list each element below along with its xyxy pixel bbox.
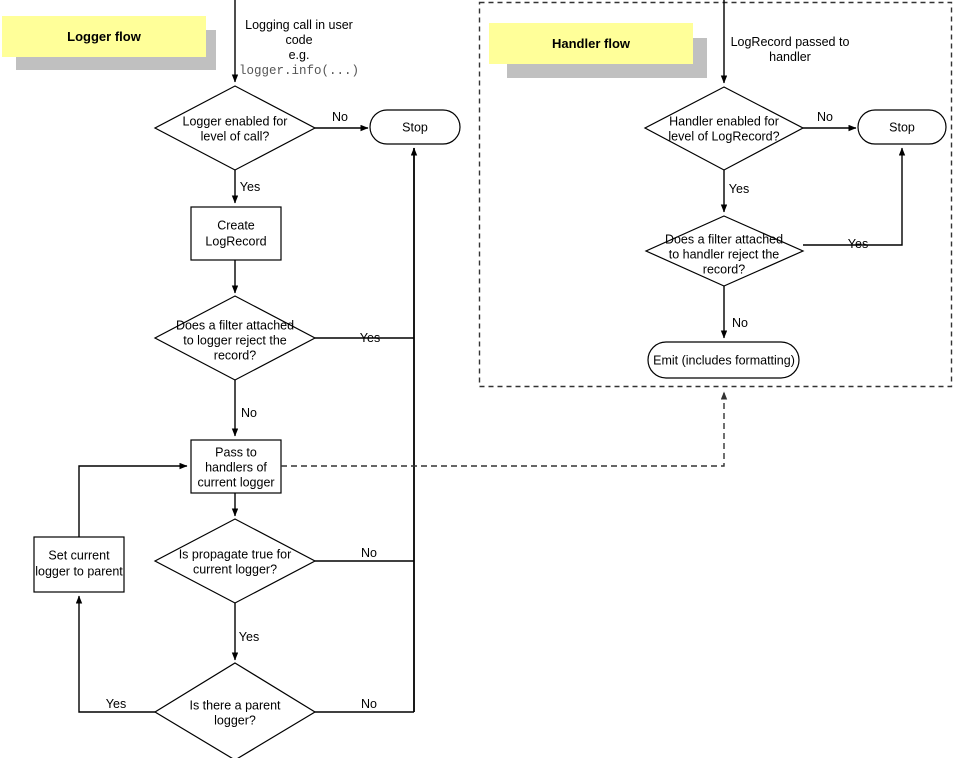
node-logger-filter-line1: Does a filter attached — [176, 318, 294, 332]
edge-label-is-propagate-yes: Yes — [239, 630, 259, 644]
edge-label-handler-enabled-yes: Yes — [729, 182, 749, 196]
edge-label-handler-filter-no: No — [732, 316, 748, 330]
node-set-parent — [33, 536, 125, 593]
logger-flow-banner-label: Logger flow — [67, 29, 141, 44]
edge-label-logger-enabled-yes: Yes — [240, 180, 260, 194]
node-handler-filter-line1: Does a filter attached — [665, 232, 783, 246]
node-handler-filter-line2: to handler reject the — [669, 247, 780, 261]
logger-entry-caption-line2: code — [285, 33, 312, 47]
node-logger-filter-line3: record? — [214, 348, 256, 362]
node-handler-stop-label: Stop — [889, 120, 915, 134]
node-set-parent-line1: Set current — [48, 548, 110, 562]
node-set-parent-line2: logger to parent — [35, 564, 123, 578]
edge-label-handler-filter-yes: Yes — [848, 237, 868, 251]
edge-has-parent-yes — [75, 595, 155, 713]
node-emit — [647, 341, 800, 379]
edge-label-logger-filter-yes: Yes — [360, 331, 380, 345]
node-handler-stop — [857, 109, 947, 145]
edge-set-parent-to-pass — [78, 462, 188, 537]
logger-entry-caption-code: logger.info(...) — [239, 64, 359, 78]
edge-pass-to-handler-flow — [281, 391, 728, 467]
node-emit-label: Emit (includes formatting) — [653, 353, 795, 367]
node-handler-enabled-line1: Handler enabled for — [669, 114, 779, 128]
node-logger-filter-line2: to logger reject the — [183, 333, 287, 347]
node-handler-enabled-line2: level of LogRecord? — [668, 129, 779, 143]
node-has-parent-line1: Is there a parent — [189, 698, 281, 712]
node-has-parent-line2: logger? — [214, 713, 256, 727]
node-has-parent — [153, 662, 317, 758]
logger-entry-caption-line1: Logging call in user — [245, 18, 353, 32]
node-logger-stop-label: Stop — [402, 120, 428, 134]
edge-label-has-parent-yes: Yes — [106, 697, 126, 711]
edge-label-has-parent-no: No — [361, 697, 377, 711]
node-pass-to-handlers-line3: current logger — [197, 475, 274, 489]
handler-flow-banner-label: Handler flow — [551, 36, 630, 51]
node-pass-to-handlers-line2: handlers of — [205, 460, 267, 474]
node-handler-filter-line3: record? — [703, 262, 745, 276]
node-pass-to-handlers-line1: Pass to — [215, 445, 257, 459]
node-is-propagate-line2: current logger? — [193, 562, 277, 576]
logger-flow-banner — [2, 16, 206, 57]
edge-handler-filter-yes — [803, 147, 906, 246]
node-logger-stop — [369, 109, 461, 145]
handler-entry-caption-line1: LogRecord passed to — [731, 35, 850, 49]
node-logger-enabled-line2: level of call? — [201, 129, 270, 143]
logger-entry-caption-line3: e.g. — [289, 48, 310, 62]
node-create-logrecord-line2: LogRecord — [205, 234, 266, 248]
node-is-propagate-line1: Is propagate true for — [179, 547, 292, 561]
edge-label-handler-enabled-no: No — [817, 110, 833, 124]
node-create-logrecord-line1: Create — [217, 218, 255, 232]
edge-label-is-propagate-no: No — [361, 546, 377, 560]
edge-label-logger-filter-no: No — [241, 406, 257, 420]
node-logger-enabled-line1: Logger enabled for — [183, 114, 288, 128]
handler-entry-caption-line2: handler — [769, 50, 811, 64]
edge-label-logger-enabled-no: No — [332, 110, 348, 124]
handler-flow-banner — [489, 23, 693, 64]
handler-flow-region — [478, 1, 953, 388]
node-create-logrecord — [190, 206, 282, 261]
